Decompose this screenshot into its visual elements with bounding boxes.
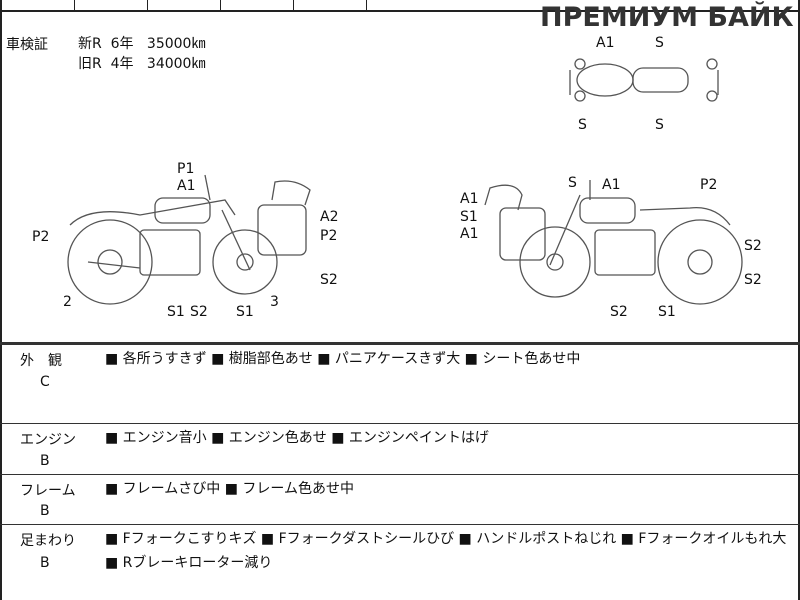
border-right [798,0,800,600]
divider [0,423,800,424]
right-side-bike [484,180,743,305]
damage-label: 2 [63,294,72,310]
section-label-engine: エンジン [20,432,76,448]
damage-label: S2 [610,304,628,320]
damage-label: 3 [270,294,279,310]
damage-label: P2 [320,228,338,244]
section-grade-frame: B [40,503,50,519]
damage-label: S2 [744,272,762,288]
section-label-suspension: 足まわり [20,533,76,549]
divider [0,342,800,345]
section-grade-suspension: B [40,555,50,571]
section-items-frame: ■ フレームさび中 ■ フレーム色あせ中 [105,481,354,497]
section-items-suspension: ■ Fフォークこすりキズ ■ Fフォークダストシールひび ■ ハンドルポストねじ… [105,531,787,571]
section-items-exterior: ■ 各所うすきず ■ 樹脂部色あせ ■ パニアケースきず大 ■ シート色あせ中 [105,351,581,367]
damage-label: A1 [177,178,196,194]
damage-label: A1 [460,226,479,242]
damage-label: S1 [167,304,185,320]
left-side-bike [67,174,311,305]
damage-label: S2 [190,304,208,320]
damage-label: S [655,117,664,133]
divider [0,474,800,475]
damage-label: A2 [320,209,339,225]
section-label-frame: フレーム [20,483,76,499]
damage-label: S1 [460,209,478,225]
damage-label: A1 [596,35,615,51]
inspection-label: 車検証 [6,37,48,53]
damage-label: S [578,117,587,133]
damage-label: S2 [744,238,762,254]
damage-label: S [655,35,664,51]
section-items-engine: ■ エンジン音小 ■ エンジン色あせ ■ エンジンペイントはげ [105,430,489,446]
damage-label: A1 [602,177,621,193]
section-grade-engine: B [40,453,50,469]
damage-label: S1 [236,304,254,320]
watermark: ПРЕМИУМ БАЙК [540,2,794,33]
top-view-bike [569,58,719,102]
divider [0,524,800,525]
section-label-exterior: 外 観 [20,353,62,369]
damage-label: S1 [658,304,676,320]
damage-label: P2 [700,177,718,193]
damage-label: P2 [32,229,50,245]
damage-label: S [568,175,577,191]
section-grade-exterior: C [40,374,50,390]
border-left [0,0,2,600]
inspection-rows: 新R 6年 35000㎞ 旧R 4年 34000㎞ [78,36,206,72]
damage-label: A1 [460,191,479,207]
damage-label: P1 [177,161,195,177]
damage-label: S2 [320,272,338,288]
